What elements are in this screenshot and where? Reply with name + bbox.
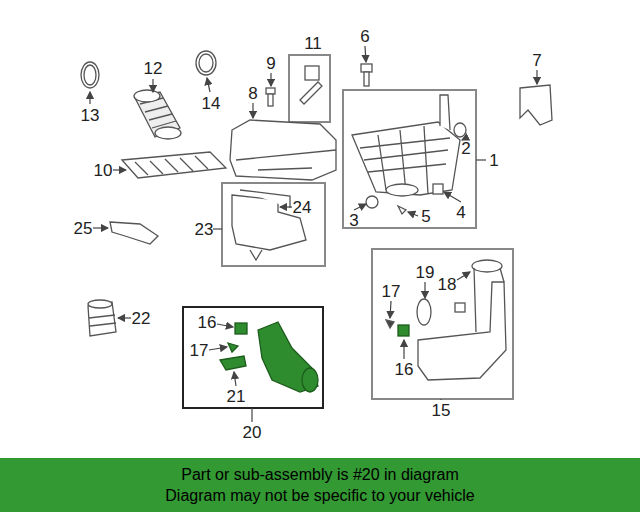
callout-number: 3	[349, 212, 358, 229]
callout-number: 19	[416, 264, 435, 281]
callout-number: 22	[132, 310, 151, 327]
callout-number: 5	[421, 208, 430, 225]
callout-number: 8	[248, 85, 257, 102]
callout-number: 24	[293, 199, 312, 216]
callout-number: 18	[438, 276, 457, 293]
callout-number: 16	[198, 314, 217, 331]
callout-number: 14	[202, 95, 221, 112]
callout-number: 2	[461, 140, 470, 157]
callout-number: 13	[81, 107, 100, 124]
callout-number: 1	[489, 152, 498, 169]
callout-number: 16	[395, 361, 414, 378]
callout-number: 23	[195, 221, 214, 238]
callout-number: 17	[382, 283, 401, 300]
callout-number: 4	[456, 204, 465, 221]
callout-number: 25	[74, 220, 93, 237]
callout-number: 6	[360, 28, 369, 45]
notice-band: Part or sub-assembly is #20 in diagramDi…	[0, 458, 640, 512]
callout-number: 20	[243, 424, 262, 441]
callout-number: 12	[144, 60, 163, 77]
callout-number: 21	[227, 388, 246, 405]
callout-number: 11	[304, 35, 322, 52]
parts-illustration	[0, 0, 640, 458]
callout-number: 17	[190, 342, 209, 359]
notice-text: Diagram may not be specific to your vehi…	[0, 485, 640, 506]
notice-text: Part or sub-assembly is #20 in diagram	[0, 464, 640, 485]
callout-number: 7	[532, 52, 541, 69]
callout-number: 15	[432, 402, 451, 419]
callout-number: 9	[266, 55, 275, 72]
callout-number: 10	[94, 162, 113, 179]
